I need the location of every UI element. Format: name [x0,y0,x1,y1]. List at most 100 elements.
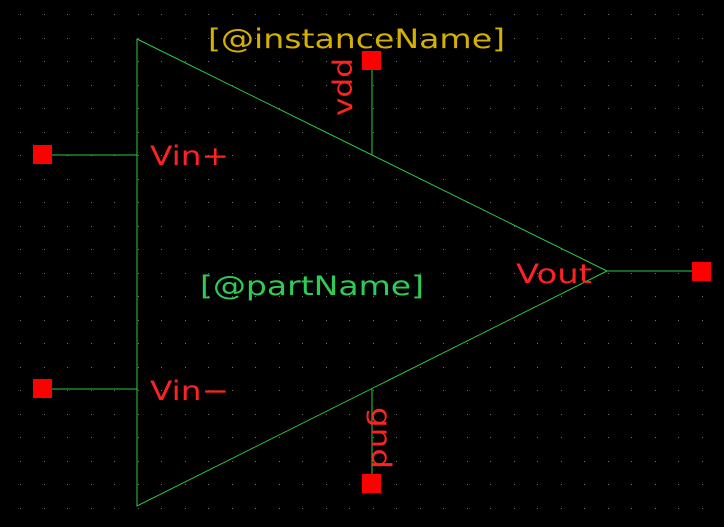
grid-dot [20,390,21,391]
pin-vin-plus[interactable] [33,145,52,164]
grid-dot [185,202,186,203]
grid-dot [279,390,280,391]
grid-dot [584,226,585,227]
grid-dot [420,61,421,62]
grid-dot [91,108,92,109]
grid-dot [208,132,209,133]
grid-dot [232,437,233,438]
grid-dot [655,296,656,297]
grid-dot [208,367,209,368]
grid-dot [161,132,162,133]
grid-dot [490,85,491,86]
grid-dot [702,155,703,156]
grid-dot [138,132,139,133]
grid-dot [349,484,350,485]
grid-dot [702,508,703,509]
grid-dot [514,437,515,438]
grid-dot [584,108,585,109]
grid-dot [349,390,350,391]
grid-dot [608,14,609,15]
grid-dot [255,367,256,368]
pin-vin-minus[interactable] [33,379,52,398]
grid-dot [584,320,585,321]
grid-dot [349,132,350,133]
grid-dot [514,249,515,250]
grid-dot [514,390,515,391]
grid-dot [326,38,327,39]
grid-dot [185,461,186,462]
grid-dot [420,202,421,203]
pin-vdd[interactable] [362,51,381,70]
grid-dot [326,508,327,509]
grid-dot [161,155,162,156]
grid-dot [537,484,538,485]
grid-dot [161,85,162,86]
grid-dot [91,320,92,321]
grid-dot [20,320,21,321]
grid-dot [420,296,421,297]
grid-dot [443,296,444,297]
grid-dot [420,484,421,485]
pin-vout[interactable] [692,262,711,281]
grid-dot [373,437,374,438]
grid-dot [232,108,233,109]
grid-dot [326,61,327,62]
grid-dot [20,226,21,227]
grid-dot [396,508,397,509]
grid-dot [514,132,515,133]
grid-dot [467,390,468,391]
grid-dot [138,273,139,274]
grid-dot [561,390,562,391]
grid-dot [349,226,350,227]
grid-dot [655,508,656,509]
grid-dot [490,14,491,15]
grid-dot [514,202,515,203]
pin-label-vin-plus: Vin+ [150,141,229,172]
grid-dot [584,390,585,391]
grid-dot [138,179,139,180]
grid-dot [91,461,92,462]
grid-dot [138,108,139,109]
grid-dot [443,484,444,485]
grid-dot [114,343,115,344]
grid-dot [608,484,609,485]
grid-dot [537,14,538,15]
grid-dot [467,367,468,368]
grid-dot [490,484,491,485]
grid-dot [161,390,162,391]
grid-dot [138,508,139,509]
grid-dot [91,132,92,133]
grid-dot [20,108,21,109]
grid-dot [208,296,209,297]
grid-dot [302,343,303,344]
grid-dot [584,343,585,344]
grid-dot [44,38,45,39]
grid-dot [467,61,468,62]
grid-dot [514,273,515,274]
grid-dot [608,226,609,227]
grid-dot [467,437,468,438]
grid-dot [67,367,68,368]
grid-dot [561,202,562,203]
part-name-label[interactable]: [@partName] [200,271,424,302]
grid-dot [373,343,374,344]
instance-name-label[interactable]: [@instanceName] [208,24,505,55]
grid-dot [702,390,703,391]
grid-dot [678,108,679,109]
grid-dot [114,367,115,368]
grid-dot [396,296,397,297]
grid-dot [279,108,280,109]
grid-dot [326,484,327,485]
grid-dot [91,249,92,250]
grid-dot [373,108,374,109]
grid-dot [114,226,115,227]
grid-dot [232,273,233,274]
grid-dot [420,108,421,109]
grid-dot [20,132,21,133]
grid-dot [561,226,562,227]
grid-dot [349,320,350,321]
grid-dot [514,61,515,62]
grid-dot [678,132,679,133]
pin-gnd[interactable] [362,474,381,493]
